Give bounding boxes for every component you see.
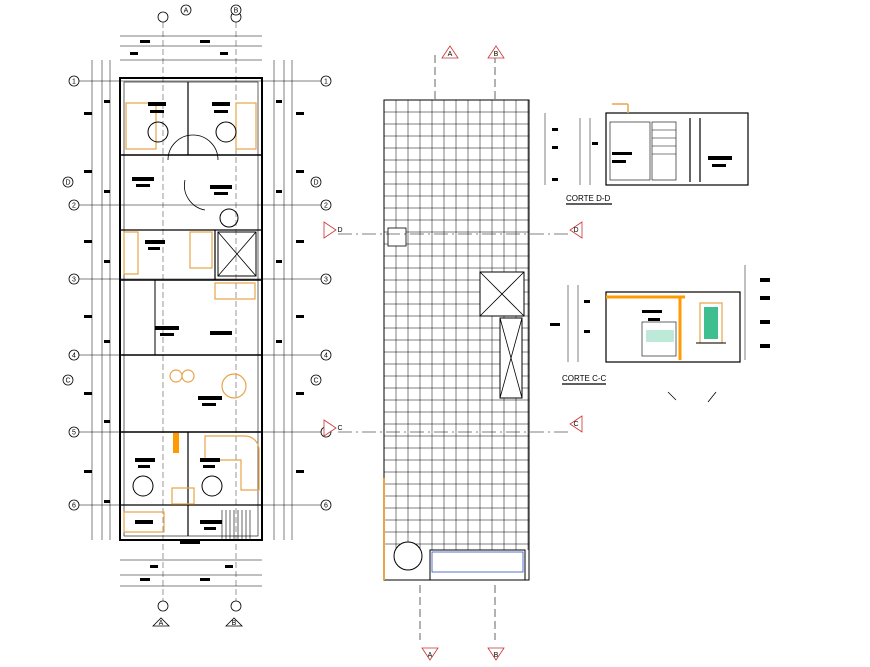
floor-plan <box>78 22 322 605</box>
view-mark-left <box>667 391 677 401</box>
roof-cut-a-bottom: A <box>428 652 433 659</box>
plan-cut-label-d-right: D <box>313 180 318 187</box>
section-c-c-fixture <box>646 330 674 342</box>
grid-row-label-3-left: 3 <box>72 277 76 284</box>
section-c-c-title: CORTE C-C <box>562 374 607 383</box>
plan-cut-label-c-right: C <box>313 378 318 385</box>
grid-col-label-a-top: A <box>184 8 189 15</box>
grid-row-label-2-right: 2 <box>324 203 328 210</box>
grid-row-label-3-right: 3 <box>324 277 328 284</box>
grid-row-label-5-left: 5 <box>72 430 76 437</box>
section-c-c-text-blocks <box>550 278 770 348</box>
plan-cut-label-c-left: C <box>65 378 70 385</box>
plan-fixtures <box>132 121 239 497</box>
grid-row-bubbles-left <box>68 75 80 511</box>
roof-cut-d-left: D <box>337 227 342 234</box>
grid-row-label-4-right: 4 <box>324 353 328 360</box>
grid-row-label-2-left: 2 <box>72 203 76 210</box>
grid-col-bubbles <box>157 4 242 612</box>
grid-col-label-b-top: B <box>234 8 239 15</box>
roof-cut-c-right: C <box>573 421 578 428</box>
section-d-d <box>544 103 749 186</box>
section-d-d-title: CORTE D-D <box>566 194 611 203</box>
plan-cut-label-d-left: D <box>65 180 70 187</box>
roof-plan <box>338 55 570 640</box>
plan-furniture <box>123 102 260 533</box>
tile-grid <box>384 100 529 550</box>
grid-row-label-1-right: 1 <box>324 79 328 86</box>
plan-accent-element <box>173 433 179 453</box>
section-d-d-text-blocks <box>552 128 732 181</box>
grid-row-label-6-right: 6 <box>324 503 328 510</box>
view-mark-right <box>707 391 717 403</box>
plan-text-blocks <box>84 40 304 581</box>
section-c-c <box>567 265 746 363</box>
roof-cut-d-right: D <box>573 227 578 234</box>
grid-row-bubbles-right <box>320 75 332 511</box>
plan-bottom-cut-markers <box>152 617 243 627</box>
plan-bottom-cut-b: B <box>232 620 237 627</box>
grid-row-label-1-left: 1 <box>72 79 76 86</box>
roof-cut-a-top: A <box>448 51 453 58</box>
roof-cut-c-left: C <box>337 425 342 432</box>
grid-row-label-6-left: 6 <box>72 503 76 510</box>
roof-cut-b-top: B <box>494 51 499 58</box>
plan-bottom-cut-a: A <box>159 620 164 627</box>
roof-cut-markers <box>323 45 583 661</box>
roof-cut-b-bottom: B <box>494 652 499 659</box>
plan-cut-markers <box>62 176 322 386</box>
grid-row-label-4-left: 4 <box>72 353 76 360</box>
